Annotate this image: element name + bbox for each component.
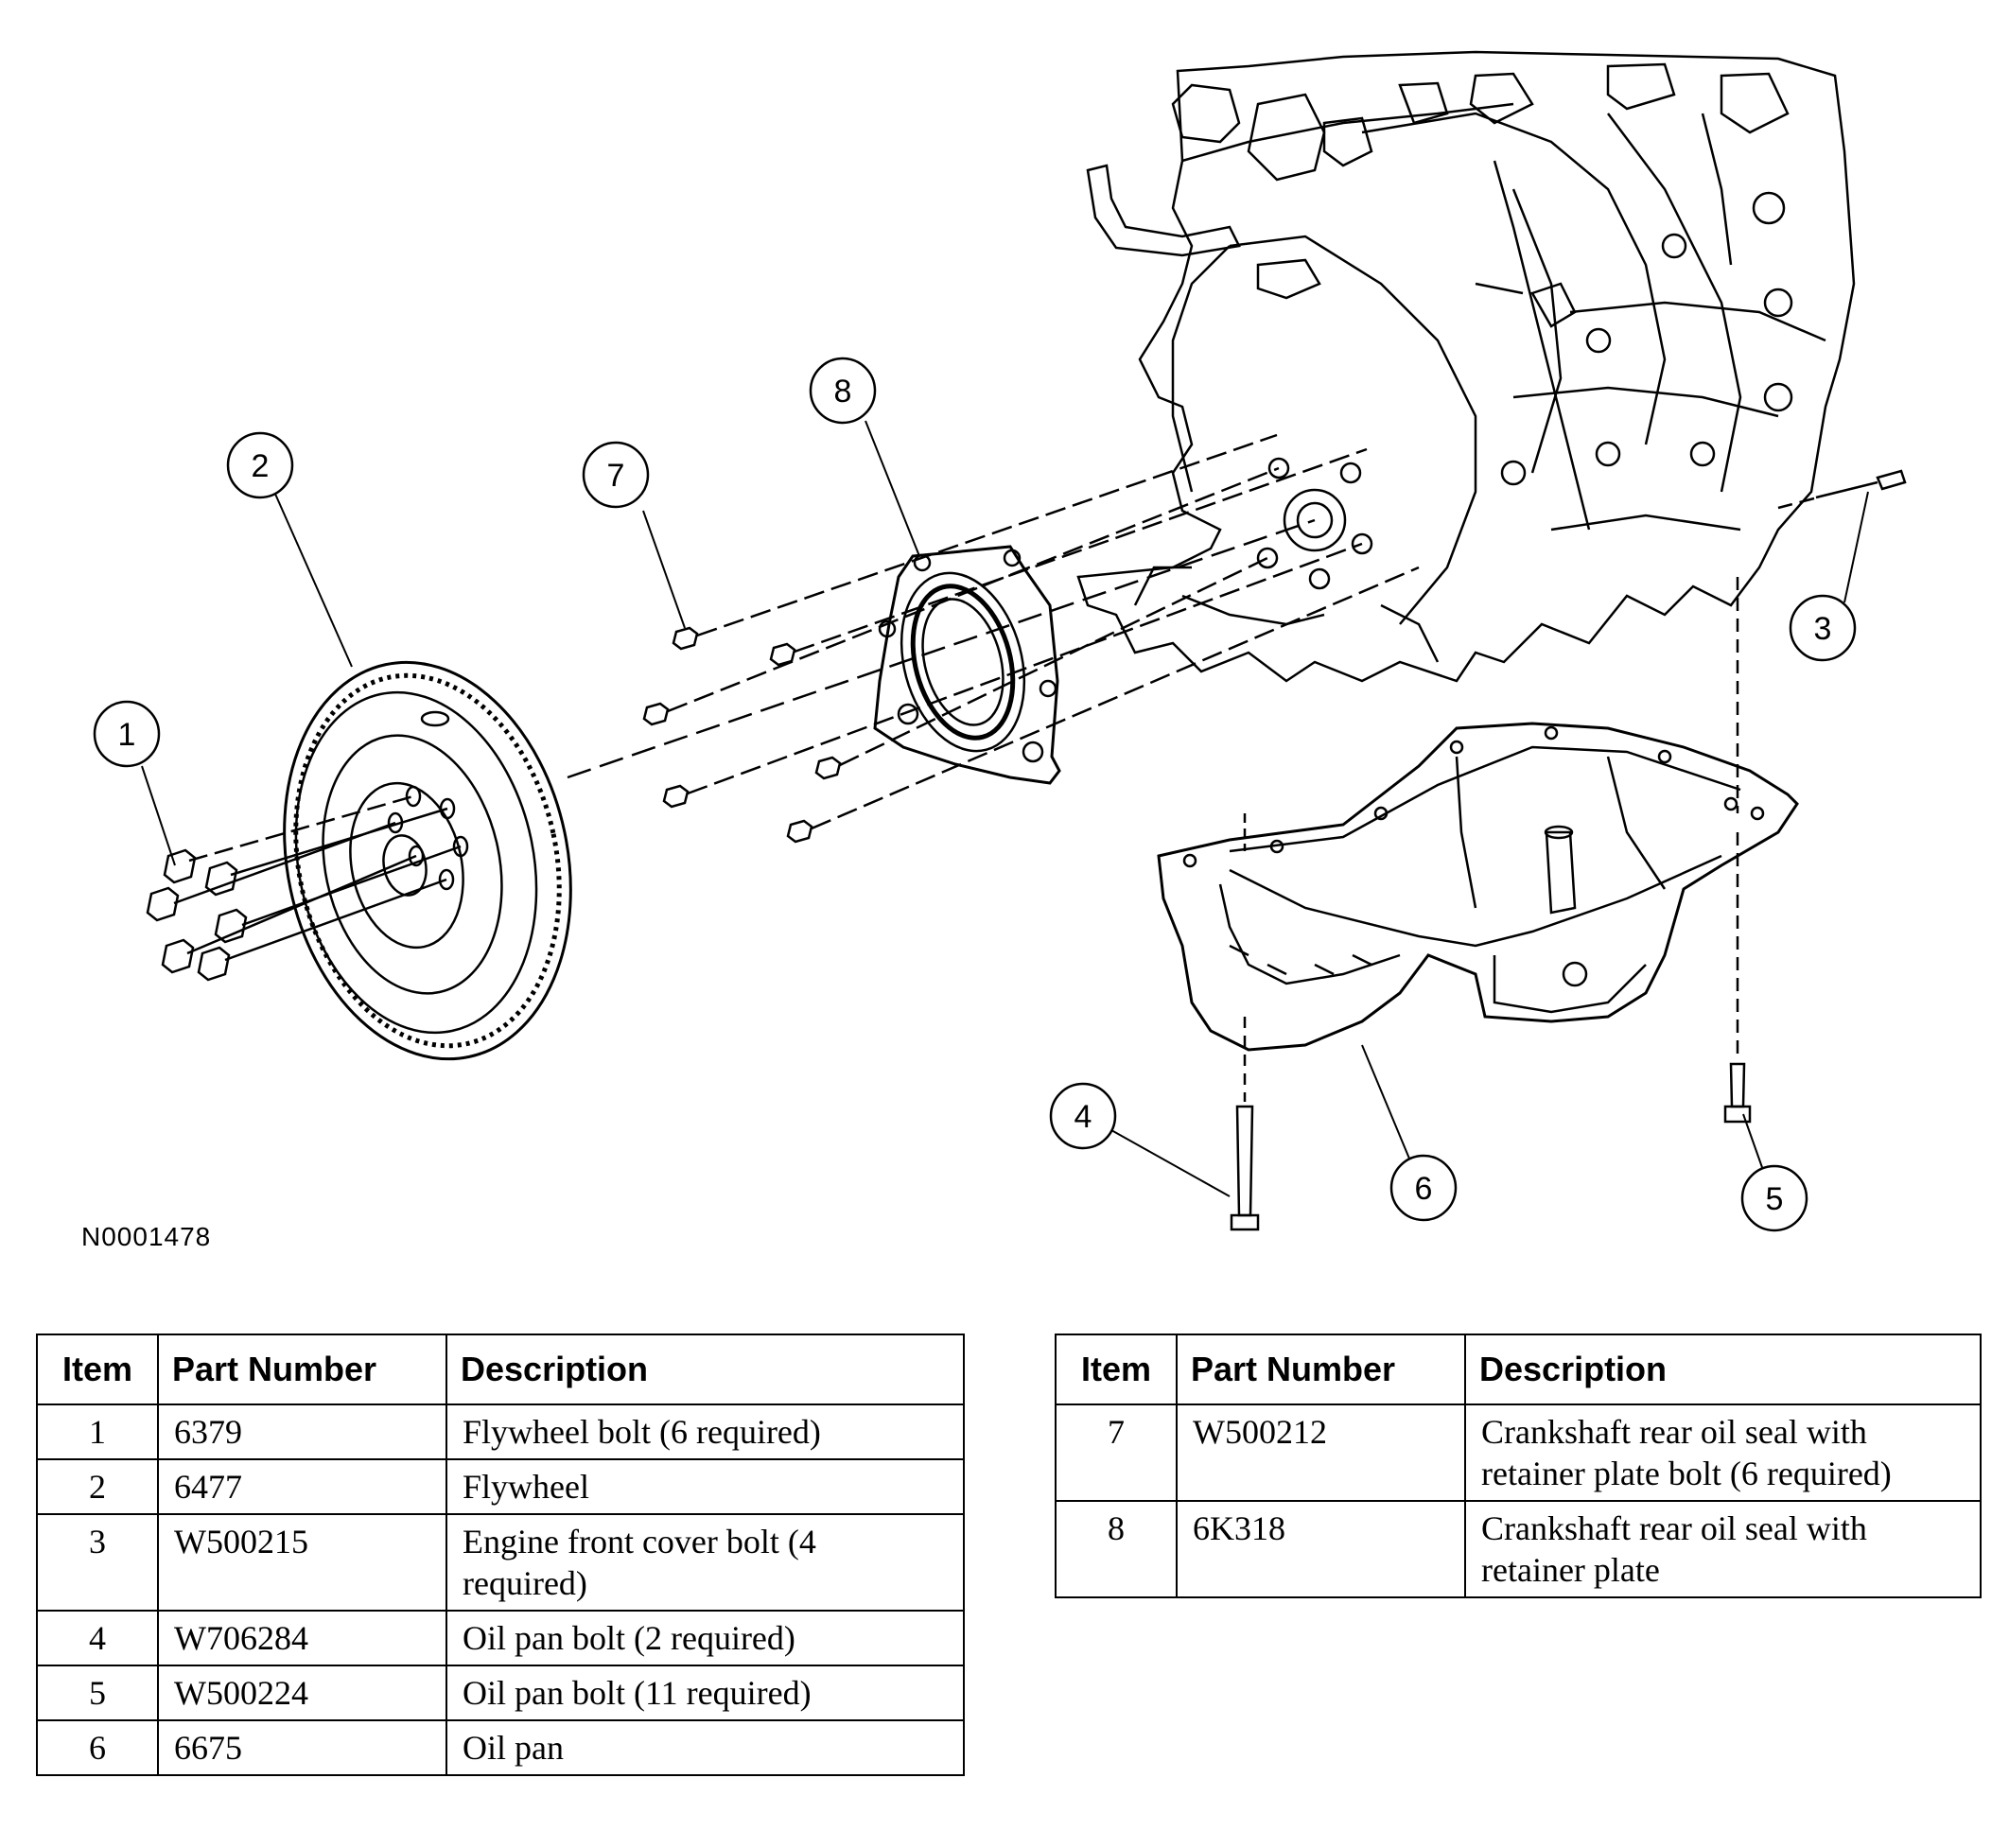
cell-description: Oil pan [445, 1719, 965, 1776]
cell-part-number: 6K318 [1176, 1500, 1466, 1598]
cell-part-number: 6477 [157, 1458, 447, 1515]
header-part-number: Part Number [157, 1334, 447, 1405]
header-item: Item [1055, 1334, 1178, 1405]
callout-1-label: 1 [118, 717, 136, 753]
callouts: 1 2 3 4 5 6 7 8 [93, 357, 1857, 1232]
callout-3-label: 3 [1814, 611, 1832, 647]
cell-part-number: 6379 [157, 1403, 447, 1460]
cell-description: Oil pan bolt (2 required) [445, 1610, 965, 1666]
cell-description: Crankshaft rear oil seal with retainer p… [1464, 1500, 1982, 1598]
retainer-bolts [567, 433, 1420, 844]
callout-5-label: 5 [1766, 1181, 1784, 1217]
flywheel-bolts [146, 794, 462, 982]
oil-pan [1157, 722, 1799, 1052]
cell-part-number: W500212 [1176, 1403, 1466, 1502]
cell-item: 1 [36, 1403, 159, 1460]
cell-item: 2 [36, 1458, 159, 1515]
figure-id: N0001478 [81, 1222, 212, 1251]
table-row: 5 W500224 Oil pan bolt (11 required) [36, 1665, 965, 1721]
cell-item: 3 [36, 1513, 159, 1612]
engine-block [1076, 50, 1856, 683]
table-row: 6 6675 Oil pan [36, 1719, 965, 1776]
parts-table-left: Item Part Number Description 1 6379 Flyw… [36, 1334, 965, 1776]
table-row: 2 6477 Flywheel [36, 1458, 965, 1515]
cell-description: Flywheel [445, 1458, 965, 1515]
cell-description: Crankshaft rear oil seal with retainer p… [1464, 1403, 1982, 1502]
callout-6-label: 6 [1415, 1171, 1433, 1207]
callout-7-label: 7 [607, 458, 625, 494]
header-description: Description [1464, 1334, 1982, 1405]
header-item: Item [36, 1334, 159, 1405]
table-row: 8 6K318 Crankshaft rear oil seal with re… [1055, 1500, 1982, 1598]
front-cover-bolt [1777, 469, 1907, 510]
header-part-number: Part Number [1176, 1334, 1466, 1405]
cell-description: Engine front cover bolt (4 required) [445, 1513, 965, 1612]
leader-lines [141, 420, 1869, 1197]
oil-pan-bolts [1230, 577, 1752, 1231]
cell-item: 6 [36, 1719, 159, 1776]
parts-table-right: Item Part Number Description 7 W500212 C… [1055, 1334, 1982, 1598]
cell-description: Oil pan bolt (11 required) [445, 1665, 965, 1721]
callout-5: 5 [1740, 1164, 1808, 1232]
table-row: 7 W500212 Crankshaft rear oil seal with … [1055, 1403, 1982, 1502]
exploded-diagram: 1 2 3 4 5 6 7 8 [93, 50, 1907, 1232]
callout-8-label: 8 [834, 374, 852, 410]
cell-part-number: W500224 [157, 1665, 447, 1721]
table-header-row: Item Part Number Description [1055, 1334, 1982, 1405]
callout-1: 1 [93, 700, 161, 768]
table-row: 1 6379 Flywheel bolt (6 required) [36, 1403, 965, 1460]
cell-item: 4 [36, 1610, 159, 1666]
cell-part-number: 6675 [157, 1719, 447, 1776]
flywheel [283, 660, 572, 1061]
table-row: 4 W706284 Oil pan bolt (2 required) [36, 1610, 965, 1666]
cell-part-number: W706284 [157, 1610, 447, 1666]
callout-4: 4 [1049, 1082, 1117, 1150]
cell-item: 5 [36, 1665, 159, 1721]
callout-6: 6 [1389, 1154, 1458, 1222]
callout-4-label: 4 [1074, 1099, 1092, 1135]
callout-7: 7 [582, 441, 650, 509]
callout-2-label: 2 [252, 448, 270, 484]
callout-8: 8 [809, 357, 877, 425]
cell-item: 8 [1055, 1500, 1178, 1598]
rear-seal-retainer-plate [873, 545, 1061, 785]
cell-part-number: W500215 [157, 1513, 447, 1612]
callout-2: 2 [226, 431, 294, 499]
callout-3: 3 [1789, 594, 1857, 662]
header-description: Description [445, 1334, 965, 1405]
table-row: 3 W500215 Engine front cover bolt (4 req… [36, 1513, 965, 1612]
table-header-row: Item Part Number Description [36, 1334, 965, 1405]
cell-description: Flywheel bolt (6 required) [445, 1403, 965, 1460]
cell-item: 7 [1055, 1403, 1178, 1502]
